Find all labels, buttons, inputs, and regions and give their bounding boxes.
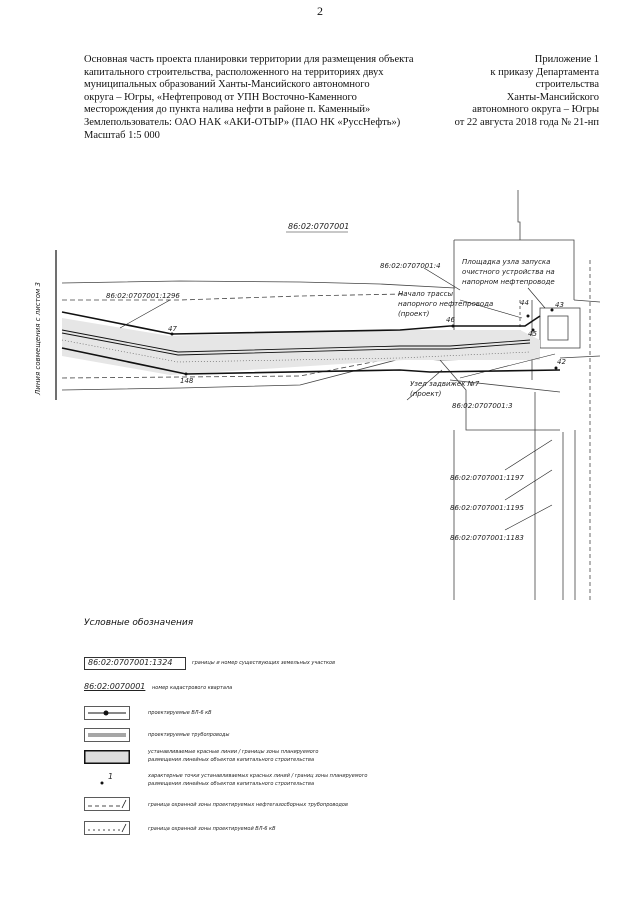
legend-symbol-vl bbox=[84, 706, 130, 720]
cadastral-block-label: 86:02:0707001 bbox=[288, 222, 349, 231]
header-line: округа – Югры, «Нефтепровод от УПН Восто… bbox=[84, 91, 357, 103]
appendix-line: к приказу Департамента bbox=[490, 66, 599, 78]
legend-text: характерные точки устанавливаемых красны… bbox=[148, 773, 368, 787]
red-lines bbox=[61, 311, 561, 375]
appendix-line: Приложение 1 bbox=[534, 54, 599, 65]
point-marker bbox=[184, 372, 188, 376]
appendix-line: от 22 августа 2018 года № 21-нп bbox=[454, 116, 599, 128]
label-leaders bbox=[119, 267, 556, 531]
plot-1296-label: 86:02:0707001:1296 bbox=[106, 292, 180, 300]
route-start-line: Начало трассы bbox=[398, 290, 453, 298]
point-label: 43 bbox=[555, 301, 564, 309]
header-line: муниципальных образований Ханты-Мансийск… bbox=[84, 79, 370, 91]
legend-text: проектируемые трубопроводы bbox=[148, 732, 230, 738]
legend-text: границы и номер существующих земельных у… bbox=[192, 660, 336, 666]
appendix-header: Приложение 1 к приказу Департамента стро… bbox=[438, 54, 599, 130]
legend-code: 86:02:0070001 bbox=[84, 682, 146, 691]
plot-4-label: 86:02:0707001:4 bbox=[380, 262, 441, 270]
scale-line: Масштаб 1:5 000 bbox=[84, 129, 160, 141]
point-label: 42 bbox=[557, 358, 566, 366]
valve-node-line: Узел задвижек №7 bbox=[410, 380, 480, 388]
planned-zone-area bbox=[62, 318, 540, 375]
plot-1197-label: 86:02:0707001:1197 bbox=[450, 474, 524, 482]
route-start-line: напорного нефтепровода bbox=[398, 300, 493, 308]
legend-text: проектируемые ВЛ-6 кВ bbox=[148, 710, 212, 716]
legend-text: номер кадастрового квартала bbox=[152, 685, 233, 691]
document-header: Основная часть проекта планировки террит… bbox=[84, 54, 444, 142]
legend-text: устанавливаемые красные линии / границы … bbox=[148, 749, 319, 763]
point-label: 46 bbox=[446, 316, 455, 324]
header-line: Основная часть проекта планировки террит… bbox=[84, 54, 414, 65]
legend-title: Условные обозначения bbox=[84, 618, 194, 628]
site-note-line: напорном нефтепроводе bbox=[462, 278, 555, 286]
point-label: 47 bbox=[168, 325, 177, 333]
header-line: капитального строительства, расположенно… bbox=[84, 66, 384, 78]
route-start-line: (проект) bbox=[398, 310, 430, 318]
point-label: 148 bbox=[180, 377, 194, 385]
site-note-line: Площадка узла запуска bbox=[462, 258, 550, 266]
pipeline-route bbox=[61, 329, 531, 356]
point-marker bbox=[550, 308, 554, 312]
characteristic-points bbox=[170, 308, 558, 376]
appendix-line: строительства bbox=[535, 79, 599, 91]
site-note-line: очистного устройства на bbox=[462, 268, 555, 276]
point-marker bbox=[451, 324, 455, 328]
legend-code: 1 bbox=[108, 772, 114, 781]
legend-text: граница охранной зоны проектируемой ВЛ-6… bbox=[148, 826, 276, 832]
point-label: 45 bbox=[528, 330, 537, 338]
plot-1183-label: 86:02:0707001:1183 bbox=[450, 534, 524, 542]
vl-protection-line bbox=[61, 339, 531, 363]
legend-symbol-point bbox=[100, 781, 104, 785]
legend-symbol-oil-protection bbox=[84, 797, 130, 811]
appendix-line: автономного округа – Югры bbox=[472, 104, 599, 116]
planning-map: 86:02:0707001 86:02:0707001:1296 86:02:0… bbox=[34, 190, 601, 600]
valve-node-line: (проект) bbox=[410, 390, 442, 398]
legend-symbol-red-lines bbox=[84, 750, 130, 764]
sheet-match-label: Линия совмещения с листом 3 bbox=[34, 282, 42, 396]
legend-symbol-pipeline bbox=[84, 728, 130, 742]
header-line: месторождения до пункта налива нефти в р… bbox=[84, 104, 371, 116]
point-label: 44 bbox=[520, 299, 529, 307]
point-marker bbox=[531, 328, 535, 332]
legend-text: граница охранной зоны проектируемых нефт… bbox=[148, 802, 348, 808]
point-marker bbox=[554, 366, 558, 370]
header-line: Землепользователь: ОАО НАК «АКИ-ОТЫР» (П… bbox=[84, 116, 401, 128]
point-marker bbox=[170, 332, 174, 336]
plot-1195-label: 86:02:0707001:1195 bbox=[450, 504, 524, 512]
point-marker bbox=[526, 314, 530, 318]
block-3-label: 86:02:0707001:3 bbox=[452, 402, 513, 410]
appendix-line: Ханты-Мансийского bbox=[506, 91, 599, 103]
legend-symbol-plot: 86:02:0707001:1324 bbox=[84, 657, 186, 670]
legend-code: 86:02:0707001:1324 bbox=[88, 658, 173, 667]
legend-symbol-vl-protection bbox=[84, 821, 130, 835]
page-number: 2 bbox=[317, 4, 323, 18]
